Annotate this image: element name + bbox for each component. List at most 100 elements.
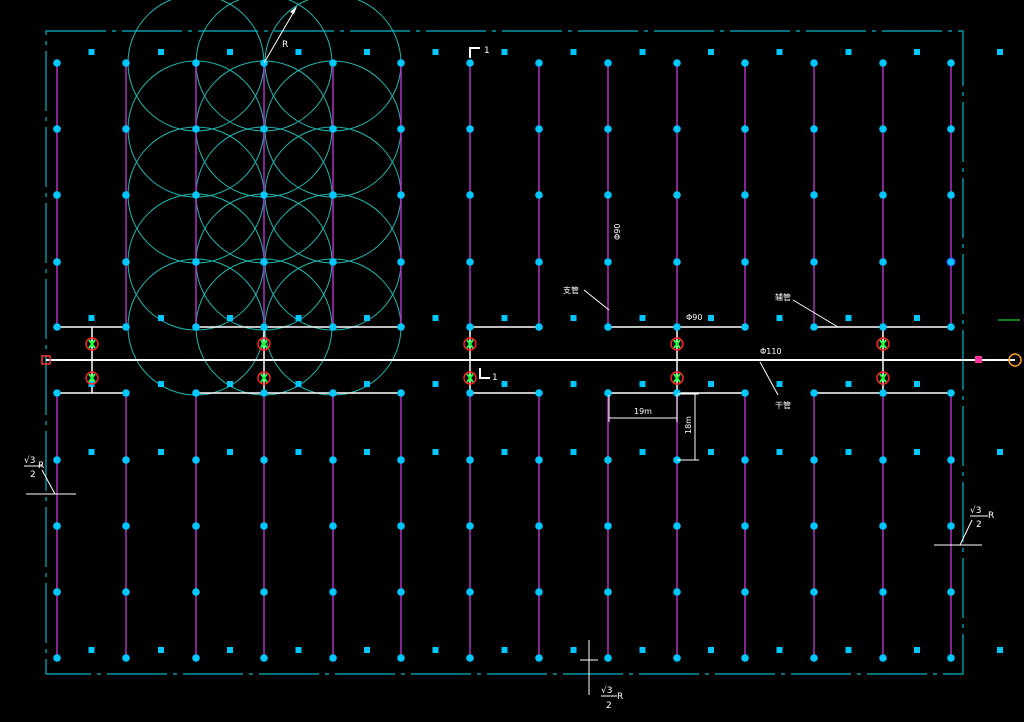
sprinkler-head	[260, 389, 268, 397]
sprinkler-head	[397, 191, 405, 199]
sprinkler-head	[260, 588, 268, 596]
sprinkler-head	[122, 456, 130, 464]
sprinkler-offset	[364, 381, 370, 387]
sprinkler-head	[329, 522, 337, 530]
sprinkler-offset	[501, 315, 508, 321]
sprinkler-offset	[158, 381, 164, 387]
sprinkler-head	[604, 389, 612, 397]
sprinkler-offset	[501, 449, 508, 455]
branch-dia-vertical: Φ90	[613, 224, 622, 240]
sprinkler-offset	[708, 647, 714, 653]
spacing-y-label: 18m	[684, 416, 693, 434]
sprinkler-offset	[501, 49, 508, 55]
sprinkler-head	[741, 323, 749, 331]
sprinkler-head	[122, 191, 130, 199]
sprinklers	[53, 49, 1003, 662]
sprinkler-head	[329, 191, 337, 199]
sprinkler-head	[879, 522, 887, 530]
sprinkler-head	[604, 456, 612, 464]
sprinkler-head	[397, 654, 405, 662]
sprinkler-head	[604, 588, 612, 596]
sprinkler-head	[810, 125, 818, 133]
sprinkler-head	[466, 522, 474, 530]
sprinkler-offset	[432, 49, 439, 55]
sprinkler-head	[122, 59, 130, 67]
svg-text:√3: √3	[970, 505, 981, 516]
sprinkler-head	[810, 191, 818, 199]
sprinkler-head	[192, 323, 200, 331]
sprinkler-head	[466, 59, 474, 67]
sprinkler-head	[810, 456, 818, 464]
sprinkler-offset	[295, 449, 302, 455]
sprinkler-head	[673, 522, 681, 530]
sprinkler-edge	[53, 522, 61, 530]
sprinkler-head	[947, 588, 955, 596]
sprinkler-head	[329, 323, 337, 331]
sprinkler-head	[810, 389, 818, 397]
sprinkler-head	[53, 59, 61, 67]
formula-right: √3 2 R	[934, 505, 994, 546]
valve-core	[673, 339, 681, 349]
sprinkler-offset	[639, 381, 646, 387]
valve-core	[879, 373, 887, 383]
sprinkler-offset	[364, 449, 370, 455]
sprinkler-offset	[639, 449, 646, 455]
branch-pipe-label: 支管	[563, 285, 579, 295]
valve-core	[673, 373, 681, 383]
svg-text:√3: √3	[24, 455, 35, 466]
sprinkler-head	[329, 59, 337, 67]
sprinkler-head	[947, 191, 955, 199]
svg-text:R: R	[617, 692, 623, 702]
sprinkler-head	[947, 456, 955, 464]
sprinkler-offset	[432, 381, 439, 387]
branch-pipe-leader	[583, 289, 610, 311]
sprinkler-head	[466, 389, 474, 397]
sprinkler-offset	[227, 49, 233, 55]
sprinkler-head	[466, 588, 474, 596]
svg-text:2: 2	[976, 520, 982, 530]
sprinkler-head	[192, 389, 200, 397]
sprinkler-head	[192, 588, 200, 596]
sprinkler-head	[122, 323, 130, 331]
sprinkler-head	[673, 389, 681, 397]
sprinkler-offset	[227, 647, 233, 653]
sprinkler-offset	[914, 449, 920, 455]
sprinkler-offset	[845, 315, 852, 321]
site-boundary	[45, 30, 964, 675]
sprinkler-offset	[776, 381, 783, 387]
sprinkler-head	[260, 191, 268, 199]
sprinkler-head	[604, 258, 612, 266]
sprinkler-head	[535, 59, 543, 67]
sprinkler-offset	[776, 315, 783, 321]
sprinkler-head	[673, 654, 681, 662]
sprinkler-head	[947, 654, 955, 662]
sprinkler-offset	[432, 647, 439, 653]
sprinkler-head	[879, 125, 887, 133]
sprinkler-head	[741, 258, 749, 266]
sprinkler-head	[192, 191, 200, 199]
sprinkler-head	[673, 323, 681, 331]
sprinkler-head	[192, 59, 200, 67]
valve-icon	[85, 371, 99, 385]
sprinkler-offset	[845, 381, 852, 387]
section-label-top: 1	[484, 46, 490, 56]
sprinkler-offset	[570, 381, 577, 387]
sprinkler-offset	[708, 449, 714, 455]
sprinkler-head	[397, 258, 405, 266]
sprinkler-head	[673, 125, 681, 133]
valve-core	[88, 339, 96, 349]
sprinkler-head	[879, 323, 887, 331]
sprinkler-offset	[88, 49, 95, 55]
sprinkler-head	[535, 588, 543, 596]
sprinkler-head	[741, 59, 749, 67]
sprinkler-head	[329, 588, 337, 596]
sprinkler-head	[810, 323, 818, 331]
sprinkler-head	[122, 522, 130, 530]
valve-icon	[85, 337, 99, 351]
sprinkler-head	[122, 125, 130, 133]
sprinkler-head	[879, 59, 887, 67]
valve-core	[88, 373, 96, 383]
sprinkler-offset	[158, 315, 164, 321]
sprinkler-edge	[53, 258, 61, 266]
